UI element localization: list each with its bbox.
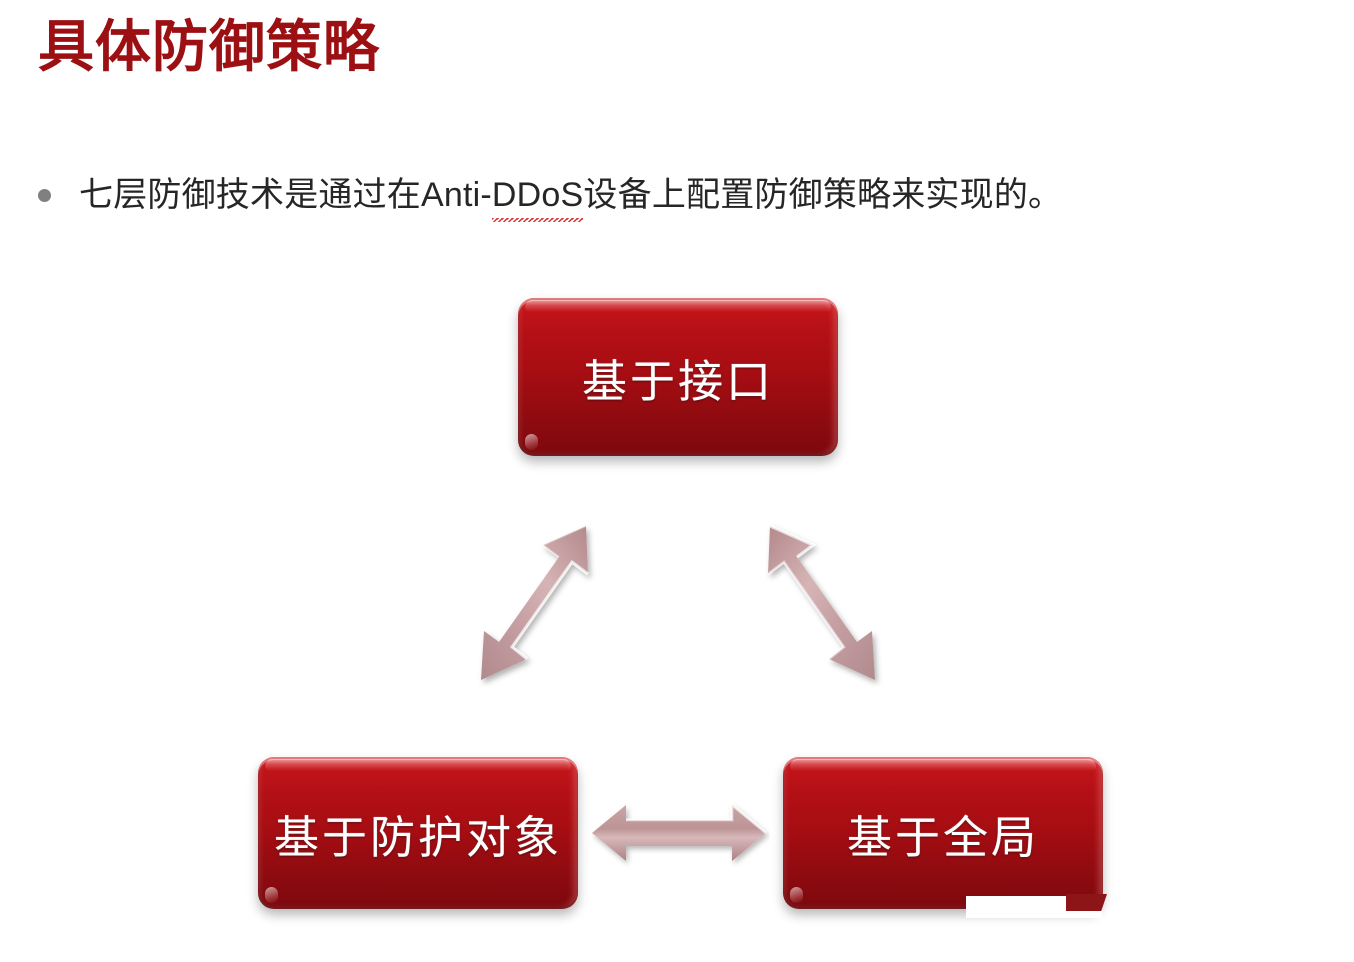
page-title: 具体防御策略 <box>38 15 380 78</box>
bullet-item-text: 七层防御技术是通过在Anti-DDoS设备上配置防御策略来实现的。 <box>79 168 1315 223</box>
double-arrow-icon-top-to-bottom-left <box>481 525 589 680</box>
diagram-box-interface[interactable]: 基于接口 <box>518 298 838 456</box>
bullet-list: 七层防御技术是通过在Anti-DDoS设备上配置防御策略来实现的。 <box>38 168 1328 223</box>
diagram-box-protected-object-label: 基于防护对象 <box>273 811 562 863</box>
bullet-text-after: 设备上配置防御策略来实现的。 <box>583 176 1063 214</box>
occlusion-artifact-tab <box>1066 894 1107 911</box>
diagram-box-protected-object[interactable]: 基于防护对象 <box>258 757 578 909</box>
misspelled-word: DDoS <box>491 168 584 223</box>
diagram-box-global[interactable]: 基于全局 <box>783 757 1103 909</box>
diagram-box-global-label: 基于全局 <box>846 811 1039 863</box>
bullet-dot-icon <box>38 189 51 202</box>
double-arrow-icon-bottom-left-to-bottom-right <box>592 802 767 861</box>
double-arrow-icon-top-to-bottom-right <box>767 524 875 680</box>
bullet-text-before: 七层防御技术是通过在Anti- <box>79 176 492 214</box>
diagram-box-interface-label: 基于接口 <box>581 355 774 407</box>
